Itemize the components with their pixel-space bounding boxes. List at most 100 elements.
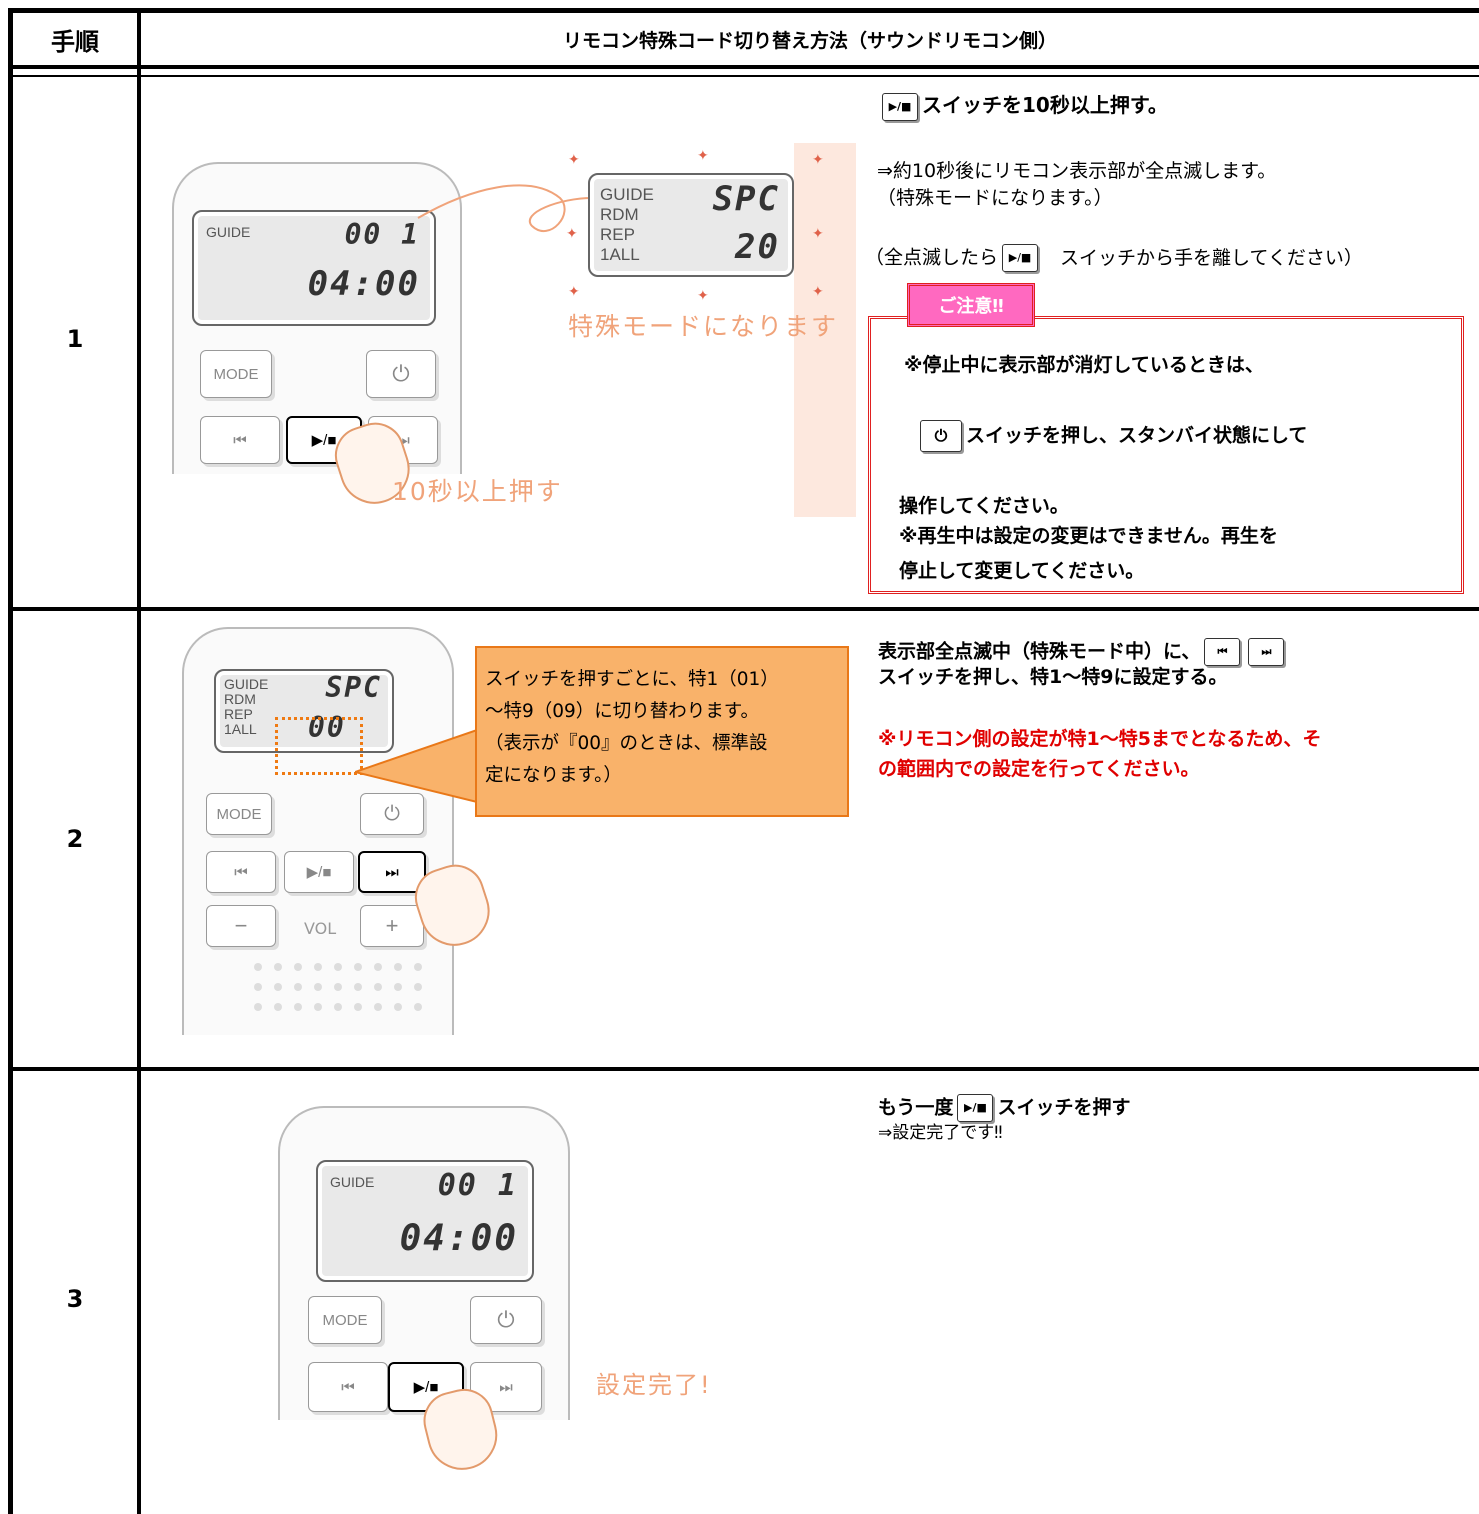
lcd-guide-label: GUIDE: [600, 185, 654, 204]
lcd-guide-label: GUIDE: [330, 1174, 375, 1190]
lcd-track: 00 1: [344, 218, 420, 251]
mode-button[interactable]: MODE: [200, 350, 272, 398]
step3-heading-post: スイッチを押す: [997, 1096, 1131, 1119]
step1-heading: ▶/■スイッチを10秒以上押す。: [878, 92, 1168, 121]
next-button[interactable]: ⏭: [358, 851, 426, 893]
blink-icon: ✦: [697, 148, 709, 164]
power-button[interactable]: ⏻: [366, 350, 436, 398]
step1-line3-pre: （全点滅したら: [865, 246, 999, 269]
special-mode-caption: 特殊モードになります: [568, 312, 839, 341]
remote-display: GUIDE RDM REP 1ALL SPC 00: [214, 669, 394, 753]
notice-line1: ※停止中に表示部が消灯しているときは、: [904, 354, 1264, 376]
step1-line2: （特殊モードになります。）: [877, 187, 1113, 209]
blink-icon: ✦: [568, 152, 580, 168]
volume-up-button[interactable]: +: [360, 905, 424, 947]
power-button[interactable]: ⏻: [470, 1296, 542, 1344]
step3-heading: もう一度▶/■スイッチを押す: [878, 1094, 1130, 1122]
prev-button[interactable]: ⏮: [308, 1362, 388, 1412]
power-button[interactable]: ⏻: [360, 793, 424, 835]
remote-display: GUIDE 00 1 04:00: [192, 210, 436, 326]
blink-icon: ✦: [812, 152, 824, 168]
lcd-guide-label: GUIDE: [224, 676, 269, 692]
done-caption: 設定完了!: [596, 1371, 712, 1399]
notice-line5: 停止して変更してください。: [899, 560, 1145, 582]
step1-heading-text: スイッチを10秒以上押す。: [922, 93, 1168, 117]
notice-tag: ご注意‼: [907, 283, 1035, 327]
play-stop-key-icon: ▶/■: [957, 1094, 994, 1122]
lcd-spc: SPC: [325, 671, 382, 704]
callout-box: スイッチを押すごとに、特1（01） ～特9（09）に切り替わります。 （表示が『…: [475, 646, 849, 817]
step2-line1: 表示部全点滅中（特殊モード中）に、⏮⏭: [878, 638, 1288, 666]
step-number-3: 3: [66, 1285, 84, 1313]
callout-line2: ～特9（09）に切り替わります。: [485, 701, 759, 722]
highlight-band: [794, 143, 856, 517]
prev-button[interactable]: ⏮: [206, 851, 276, 893]
step2-warning2: の範囲内での設定を行ってください。: [878, 758, 1200, 780]
lcd-rep-label: REP: [224, 706, 253, 722]
header-step: 手順: [51, 27, 99, 56]
special-mode-display: GUIDE RDM REP 1ALL SPC 20: [588, 173, 794, 277]
power-key-icon: ⏻: [920, 420, 962, 452]
volume-down-button[interactable]: −: [206, 905, 276, 947]
lcd-rep-label: REP: [600, 225, 635, 244]
play-stop-key-icon: ▶/■: [882, 92, 918, 121]
play-stop-button[interactable]: ▶/■: [284, 851, 354, 893]
prev-button[interactable]: ⏮: [200, 416, 280, 464]
lcd-guide-label: GUIDE: [206, 224, 251, 240]
step-number-2: 2: [66, 825, 84, 853]
notice-line2-text: スイッチを押し、スタンバイ状態にして: [966, 424, 1308, 447]
lcd-spc: SPC: [712, 179, 780, 219]
lcd-time: 04:00: [399, 1218, 518, 1259]
notice-box: [868, 316, 1464, 594]
lcd-1all-label: 1ALL: [600, 245, 640, 264]
step1-line3: （全点滅したら▶/■ スイッチから手を離してください）: [865, 244, 1363, 272]
blink-icon: ✦: [697, 288, 709, 304]
pointer-line: [417, 184, 593, 233]
header-divider-2: [13, 75, 1479, 77]
notice-line2: ⏻スイッチを押し、スタンバイ状態にして: [916, 420, 1307, 452]
procedure-table: 手順 リモコン特殊コード切り替え方法（サウンドリモコン側） 1 2 3: [8, 8, 1479, 1514]
step2-line2: スイッチを押し、特1～特9に設定する。: [878, 666, 1228, 688]
step3-line1: ⇒設定完了です‼: [878, 1123, 1003, 1143]
play-stop-key-icon: ▶/■: [1002, 244, 1039, 272]
blink-icon: ✦: [812, 226, 824, 242]
step2-line1-text: 表示部全点滅中（特殊モード中）に、: [878, 640, 1201, 663]
callout-line1: スイッチを押すごとに、特1（01）: [485, 669, 779, 690]
lcd-spc-number: 20: [735, 227, 780, 267]
lcd-zero: 00: [308, 711, 346, 744]
press-caption: 10秒以上押す: [392, 477, 563, 506]
header-divider: [13, 65, 1479, 69]
next-key-icon: ⏭: [1248, 638, 1285, 666]
blink-icon: ✦: [566, 226, 578, 242]
step1-line1: ⇒約10秒後にリモコン表示部が全点滅します。: [877, 160, 1277, 182]
step1-line3-post: スイッチから手を離してください）: [1060, 246, 1363, 269]
prev-key-icon: ⏮: [1204, 638, 1241, 666]
step3-heading-pre: もう一度: [878, 1096, 954, 1119]
callout-pointer: [355, 728, 478, 804]
digit-highlight: [275, 717, 363, 775]
remote-illustration-2: GUIDE RDM REP 1ALL SPC 00 MODE ⏻ ⏮ ▶/■ ⏭…: [182, 627, 454, 1035]
callout-line4: 定になります。）: [485, 765, 622, 786]
blink-icon: ✦: [812, 284, 824, 300]
lcd-time: 04:00: [307, 264, 420, 304]
volume-label: VOL: [304, 919, 337, 938]
remote-display: GUIDE 00 1 04:00: [316, 1160, 534, 1282]
remote-illustration-3: GUIDE 00 1 04:00 MODE ⏻ ⏮ ▶/■ ⏭: [278, 1106, 570, 1420]
lcd-track: 00 1: [437, 1168, 518, 1203]
row-divider-2: [13, 1067, 1479, 1071]
blink-icon: ✦: [568, 284, 580, 300]
step2-warning1: ※リモコン側の設定が特1～特5までとなるため、そ: [878, 728, 1322, 750]
mode-button[interactable]: MODE: [308, 1296, 382, 1344]
notice-line3: 操作してください。: [899, 495, 1069, 517]
notice-line4: ※再生中は設定の変更はできません。再生を: [899, 525, 1278, 547]
column-divider: [137, 13, 141, 1514]
mode-button[interactable]: MODE: [206, 793, 272, 835]
row-divider-1: [13, 607, 1479, 611]
header-title: リモコン特殊コード切り替え方法（サウンドリモコン側）: [562, 29, 1057, 52]
step-number-1: 1: [66, 325, 84, 353]
remote-illustration-1: GUIDE 00 1 04:00 MODE ⏻ ⏮ ▶/■ ⏭: [172, 162, 462, 474]
lcd-1all-label: 1ALL: [224, 721, 257, 737]
callout-line3: （表示が『00』のときは、標準設: [485, 733, 768, 754]
lcd-rdm-label: RDM: [224, 691, 256, 707]
lcd-rdm-label: RDM: [600, 205, 639, 224]
